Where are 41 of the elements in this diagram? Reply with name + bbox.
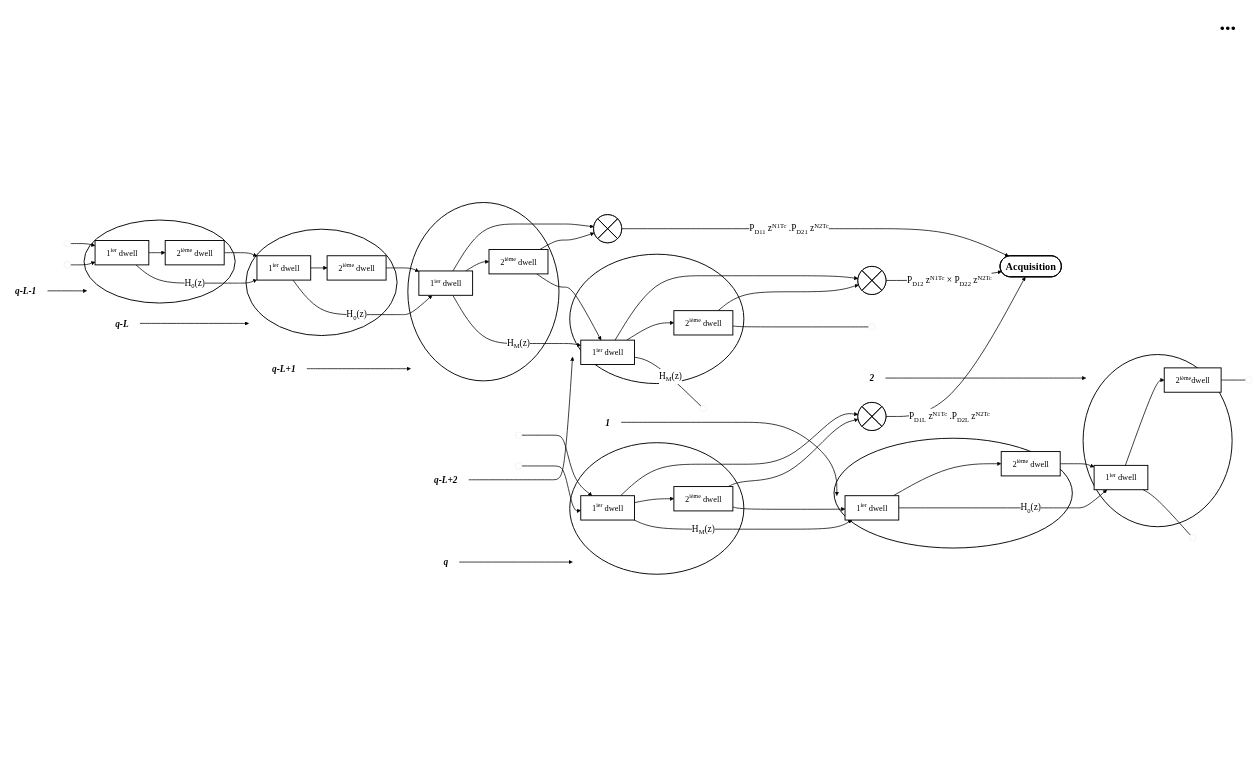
node-text: q [443, 556, 449, 568]
node-box: 1$^{ier}$ dwell [580, 339, 635, 365]
cluster [83, 219, 236, 304]
cluster [407, 202, 560, 382]
node-box: 1$^{ier}$ dwell [1093, 464, 1149, 491]
node-box: 1$^{ier}$ dwell [256, 255, 312, 281]
node-box: 2$^{ième}$ dwell [164, 240, 225, 266]
ellipsis-text: ... [1219, 10, 1236, 36]
cluster [569, 442, 745, 575]
node-text: q-L [115, 318, 129, 329]
edge-label: H$_{M}$(z) [658, 370, 682, 383]
node-box: 2$^{ième}$dwell [1163, 367, 1222, 393]
node-box: 2$^{ième}$ dwell [673, 310, 734, 336]
node-text: q-L+1 [272, 363, 296, 374]
node-text: q-L+2 [433, 474, 458, 485]
edge-label: H$_{M}$(z) [506, 337, 530, 350]
node-text: q-L-1 [14, 285, 37, 297]
connector [1220, 379, 1247, 381]
edge-label: P$_{D12}$ z$^{N1Tc}$ × P$_{D22}$ z$^{N2Tc}$ [906, 273, 992, 287]
edge-label: H$_{0}$(z) [346, 308, 367, 321]
connector [732, 325, 869, 328]
node-box: 2$^{ième}$ dwell [488, 249, 549, 275]
node-box: 1$^{ier}$ dwell [580, 495, 635, 521]
node-box: 2$^{ième}$ dwell [673, 486, 734, 512]
edge-label: H$_{0}$(z) [184, 277, 205, 290]
node-text: 2 [869, 372, 875, 384]
node-box: 1$^{ier}$ dwell [844, 495, 900, 521]
cluster [245, 228, 398, 337]
edge-label: H$_{0}$(z) [1020, 502, 1041, 515]
cluster [1082, 354, 1233, 528]
edge-label: P$_{D1L}$ z$^{N1Tc}$ .P$_{D2L}$ z$^{N2Tc}$ [908, 409, 990, 423]
node-box: 2$^{ième}$ dwell [326, 255, 387, 281]
edge-label: P$_{D11}$ z$^{N1Tc}$ .P$_{D21}$ z$^{N2Tc}$ [749, 222, 829, 236]
connector [1142, 489, 1191, 536]
connector [634, 356, 702, 407]
edge-label: H$_{M}$(z) [691, 523, 715, 536]
node-box: 2$^{ième}$ dwell [1000, 451, 1061, 477]
cluster [833, 437, 1073, 549]
node-box: 1$^{ier}$ dwell [418, 270, 474, 296]
node-text: 1 [605, 417, 610, 428]
node-box: 1$^{ier}$ dwell [94, 240, 150, 266]
